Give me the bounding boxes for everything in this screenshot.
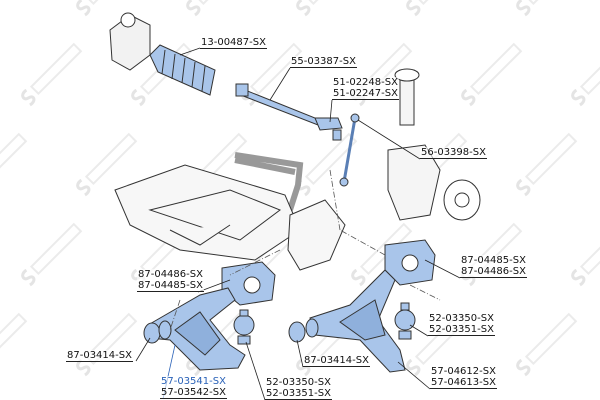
- part-number: 56-03398-SX: [421, 147, 486, 158]
- watermark-logo: [516, 312, 578, 377]
- label-stabilizer-link[interactable]: 56-03398-SX: [420, 147, 487, 159]
- part-number: 87-04485-SX: [138, 280, 203, 291]
- watermark-logo: [296, 0, 358, 17]
- left-control-arm: [147, 287, 246, 371]
- part-number: 87-04486-SX: [138, 269, 203, 280]
- tie-rod: [235, 83, 321, 126]
- watermark-logo: [571, 42, 600, 107]
- watermark-logo: [21, 222, 83, 287]
- subframe: [114, 164, 346, 271]
- part-number: 87-03414-SX: [67, 350, 132, 361]
- label-tie-rod[interactable]: 55-03387-SX: [290, 56, 357, 68]
- part-number: 57-03542-SX: [161, 387, 226, 398]
- right-rear-bushing: [384, 239, 436, 286]
- watermark-logo: [461, 42, 523, 107]
- part-number: 57-04612-SX: [431, 366, 496, 377]
- part-number-highlighted: 57-03541-SX: [161, 376, 226, 387]
- watermark-logo: [76, 132, 138, 197]
- right-ball-joint: [394, 302, 416, 340]
- stabilizer-bar: [234, 152, 304, 211]
- part-number: 52-03351-SX: [429, 324, 494, 335]
- right-control-arm: [309, 269, 406, 373]
- watermark-logo: [0, 312, 28, 366]
- tie-rod-end: [314, 117, 343, 141]
- watermark-logo: [76, 0, 138, 17]
- part-number: 87-04486-SX: [461, 266, 526, 277]
- watermark-logo: [571, 222, 600, 287]
- part-number: 55-03387-SX: [291, 56, 356, 67]
- guide-lines: [169, 169, 441, 331]
- watermark-logo: [0, 132, 28, 186]
- watermark-logo: [516, 132, 578, 197]
- steering-gear: [109, 12, 151, 71]
- part-number: 87-04485-SX: [461, 255, 526, 266]
- left-rear-bushing: [221, 261, 276, 306]
- watermark-logo: [516, 0, 578, 17]
- part-number: 52-03350-SX: [266, 377, 331, 388]
- watermark-logo: [186, 0, 248, 17]
- watermark-logo: [21, 42, 83, 107]
- part-number: 52-03351-SX: [266, 388, 331, 399]
- left-ball-joint: [233, 309, 255, 345]
- label-left-front-bushing[interactable]: 87-03414-SX: [66, 350, 133, 362]
- part-number: 52-03350-SX: [429, 313, 494, 324]
- part-number: 57-04613-SX: [431, 377, 496, 388]
- part-number: 51-02248-SX: [333, 77, 398, 88]
- label-steering-boot[interactable]: 13-00487-SX: [200, 37, 267, 49]
- label-middle-front-bushing[interactable]: 87-03414-SX: [303, 355, 370, 367]
- part-number: 87-03414-SX: [304, 355, 369, 366]
- stabilizer-link: [339, 113, 360, 187]
- part-number: 51-02247-SX: [333, 88, 398, 99]
- steering-boot: [149, 44, 216, 96]
- middle-front-bushing: [288, 318, 319, 343]
- strut: [387, 68, 481, 221]
- watermark-logo: [406, 0, 468, 17]
- part-number: 13-00487-SX: [201, 37, 266, 48]
- left-front-bushing: [143, 320, 172, 344]
